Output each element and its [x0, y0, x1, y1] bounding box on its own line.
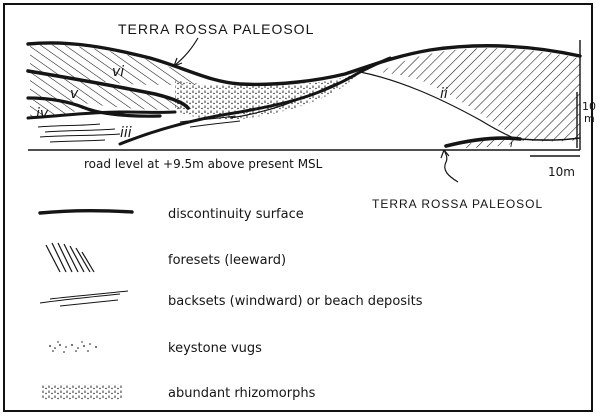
bottom-paleosol-arrow: [441, 150, 458, 182]
road-level-label: road level at +9.5m above present MSL: [84, 157, 323, 171]
unit-label-iv: iv: [36, 106, 49, 122]
top-paleosol-label: TERRA ROSSA PALEOSOL: [118, 21, 314, 37]
legend-label-rhizomorphs: abundant rhizomorphs: [168, 386, 316, 401]
bottom-paleosol-label: TERRA ROSSA PALEOSOL: [372, 197, 543, 211]
unit-label-iii: iii: [120, 125, 132, 141]
unit-label-vi: vi: [112, 64, 124, 80]
legend-symbol-backsets: [40, 291, 128, 306]
legend-label-foresets: foresets (leeward): [168, 253, 286, 268]
unit-ii-foresets: [380, 48, 580, 142]
vertical-scale-unit: m: [584, 112, 595, 125]
legend-label-vugs: keystone vugs: [168, 341, 262, 356]
legend-symbol-discontinuity: [40, 211, 132, 213]
legend-symbol-rhizomorphs: [42, 384, 122, 400]
legend-symbol-vugs: [49, 341, 97, 353]
cross-section: [28, 40, 580, 150]
horizontal-scale-label: 10m: [548, 165, 575, 179]
rhizomorph-zone: [175, 72, 360, 120]
legend-symbol-foresets: [46, 243, 94, 272]
unit-label-i: i: [510, 139, 513, 150]
unit-label-v: v: [70, 86, 79, 102]
legend-label-discontinuity: discontinuity surface: [168, 207, 304, 222]
top-paleosol-arrow: [174, 38, 198, 66]
unit-label-ii: ii: [440, 86, 448, 102]
legend: discontinuity surface foresets (leeward)…: [40, 207, 423, 401]
horizontal-scale: 10m: [530, 156, 580, 179]
legend-label-backsets: backsets (windward) or beach deposits: [168, 294, 423, 309]
